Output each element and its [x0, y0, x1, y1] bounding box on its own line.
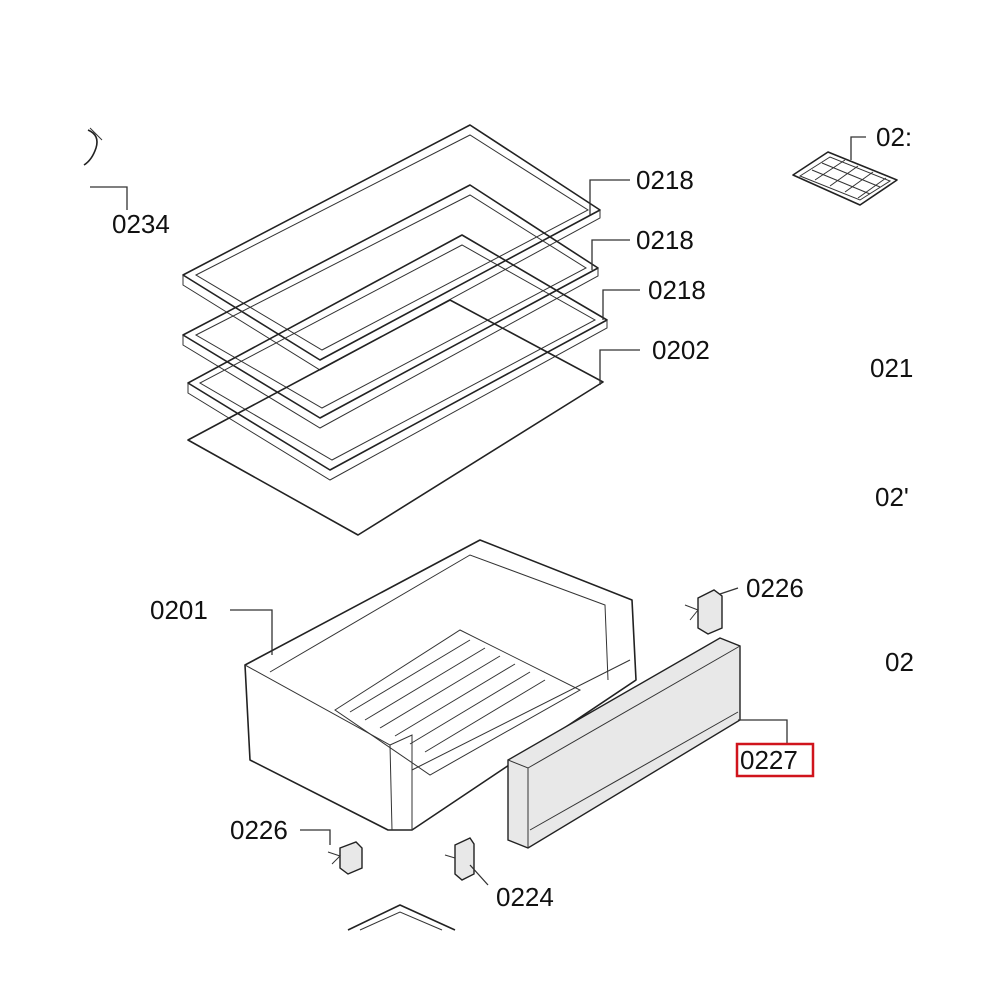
part-0234-drawing [83, 127, 128, 210]
label-0224[interactable]: 0224 [496, 882, 554, 912]
drawer-0201 [230, 539, 637, 831]
label-0226-top[interactable]: 0226 [746, 573, 804, 603]
label-0202[interactable]: 0202 [652, 335, 710, 365]
clip-0226-bottom [300, 829, 363, 875]
label-021-partial[interactable]: 021 [870, 353, 913, 383]
shelf-frame-0218-top [182, 124, 601, 371]
label-022-partial[interactable]: 02: [876, 122, 912, 152]
label-0201[interactable]: 0201 [150, 595, 208, 625]
label-0234[interactable]: 0234 [112, 209, 170, 239]
clip-0226-top [684, 587, 739, 635]
shelf-frame-0218-middle [182, 184, 599, 429]
selected-part-highlight [735, 742, 815, 778]
shelf-frame-0218-bottom [187, 234, 608, 481]
label-0218-1[interactable]: 0218 [636, 165, 694, 195]
leader-lines-shelves [589, 179, 640, 385]
clip-0224 [444, 837, 489, 886]
drawer-front-0227 [507, 637, 788, 849]
crop-mask [915, 0, 1000, 1000]
label-0218-3[interactable]: 0218 [648, 275, 706, 305]
glass-plate-0202 [187, 299, 604, 536]
label-0227[interactable]: 0227 [740, 745, 798, 775]
label-02-partial[interactable]: 02 [885, 647, 914, 677]
label-0218-2[interactable]: 0218 [636, 225, 694, 255]
label-0226-bottom[interactable]: 0226 [230, 815, 288, 845]
lower-drawer-partial [347, 904, 456, 931]
label-021-partial-2[interactable]: 02' [875, 482, 909, 512]
ice-cube-tray [792, 136, 898, 206]
